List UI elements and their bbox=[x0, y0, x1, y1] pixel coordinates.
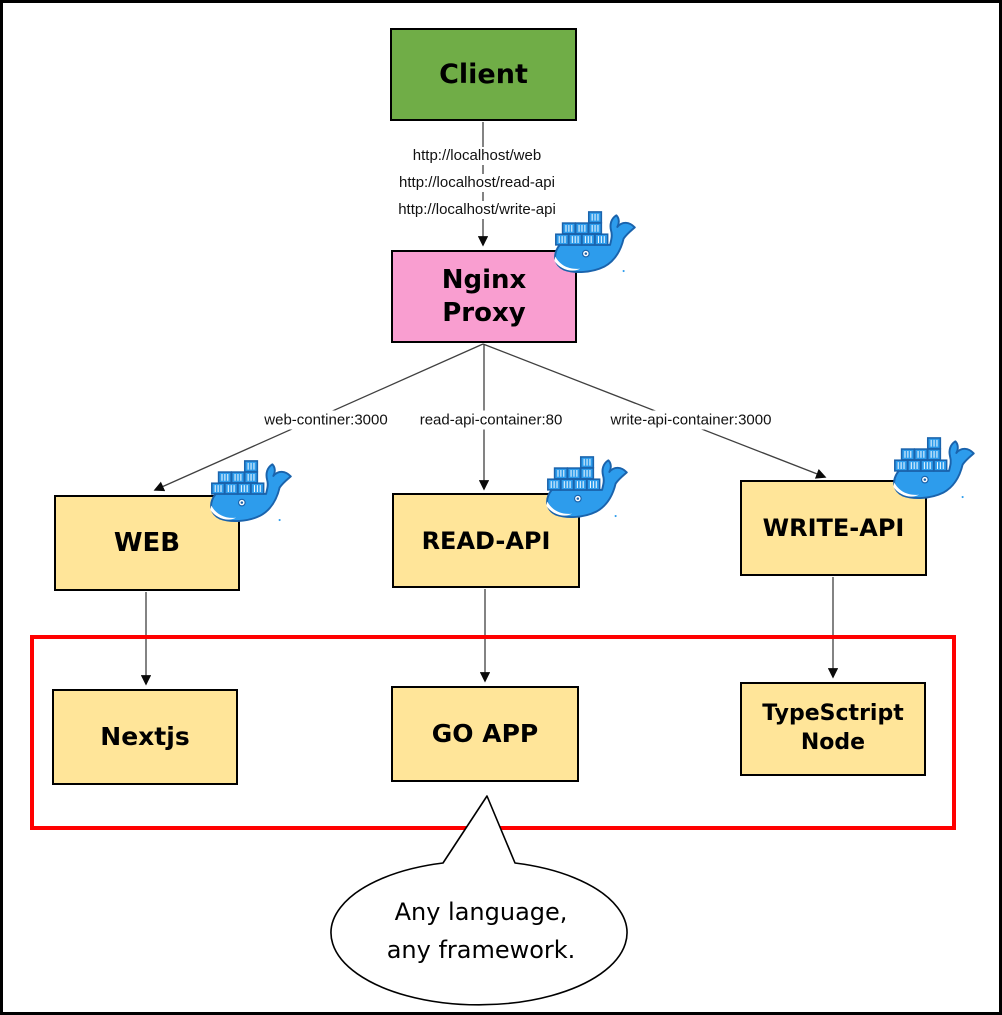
web-container-node: WEB bbox=[54, 495, 240, 591]
typescript-node-app-node: TypeSctript Node bbox=[740, 682, 926, 776]
go-app-label: GO APP bbox=[431, 719, 539, 749]
url-label-web: http://localhost/web bbox=[408, 147, 546, 165]
go-app-node: GO APP bbox=[391, 686, 579, 782]
write-api-container-label: WRITE-API bbox=[762, 514, 905, 542]
edge-label-read-api-container: read-api-container:80 bbox=[415, 410, 567, 430]
nginx-proxy-label: Nginx Proxy bbox=[441, 265, 527, 328]
speech-bubble bbox=[330, 795, 628, 1006]
write-api-container-node: WRITE-API bbox=[740, 480, 927, 576]
read-api-container-label: READ-API bbox=[421, 526, 551, 555]
proxy-docker-whale-icon bbox=[550, 205, 643, 277]
write-api-docker-whale-icon bbox=[889, 431, 982, 503]
url-label-write-api: http://localhost/write-api bbox=[394, 201, 560, 219]
web-container-label: WEB bbox=[113, 527, 181, 558]
nextjs-app-node: Nextjs bbox=[52, 689, 238, 785]
edge-label-write-api-container: write-api-container:3000 bbox=[606, 410, 776, 430]
read-api-docker-whale-icon bbox=[542, 450, 635, 522]
client-node: Client bbox=[390, 28, 577, 121]
nginx-proxy-node: Nginx Proxy bbox=[391, 250, 577, 343]
speech-bubble-text: Any language, any framework. bbox=[386, 898, 576, 965]
web-docker-whale-icon bbox=[206, 454, 299, 526]
typescript-node-app-label: TypeSctript Node bbox=[762, 701, 904, 755]
url-label-read-api: http://localhost/read-api bbox=[395, 174, 559, 192]
client-label: Client bbox=[439, 58, 528, 90]
edge-label-web-container: web-continer:3000 bbox=[260, 410, 392, 430]
client-proxy-url-labels: http://localhost/web http://localhost/re… bbox=[394, 147, 560, 219]
nextjs-app-label: Nextjs bbox=[100, 722, 190, 752]
